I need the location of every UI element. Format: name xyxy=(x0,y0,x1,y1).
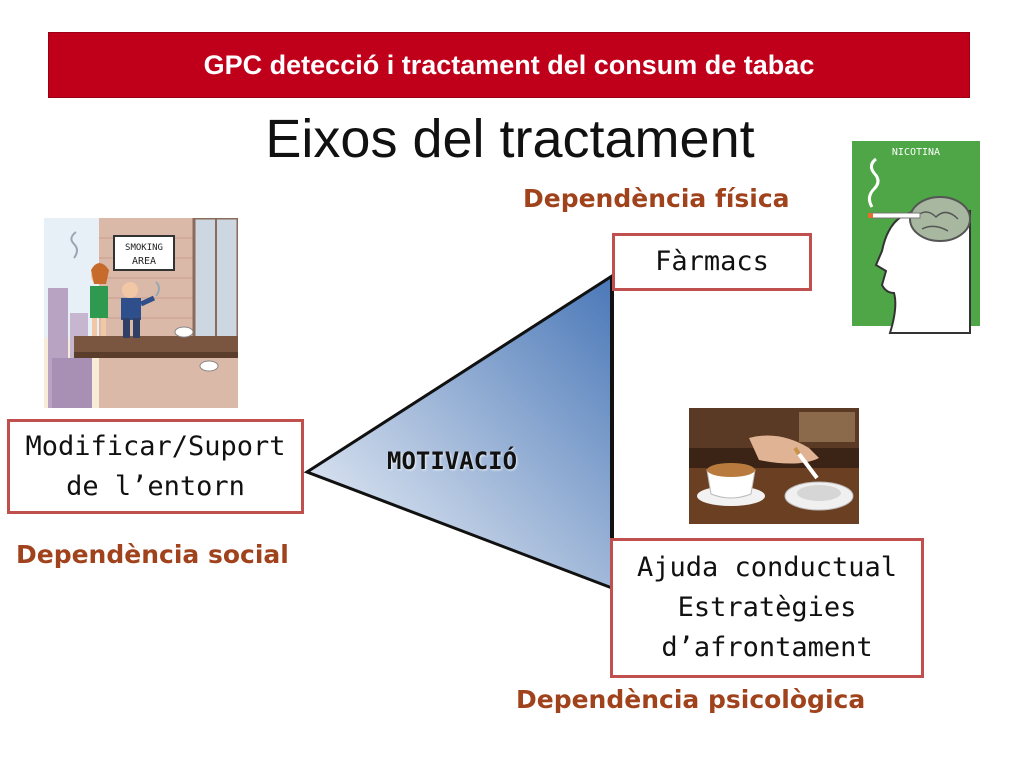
psychological-dependence-label: Dependència psicològica xyxy=(516,685,866,714)
smoking-area-illustration: SMOKING AREA xyxy=(44,218,238,408)
pharmacy-box: Fàrmacs xyxy=(612,233,812,291)
environment-box-line-2: de l’entorn xyxy=(66,470,245,502)
environment-box: Modificar/Suport de l’entorn xyxy=(7,419,304,514)
behavioral-help-line-2: Estratègies xyxy=(677,592,857,623)
banner-text: GPC detecció i tractament del consum de … xyxy=(203,49,815,80)
triangle-shape xyxy=(303,273,614,591)
nicotine-brain-illustration: NICOTINA xyxy=(852,141,982,341)
coffee-cigarette-photo xyxy=(689,408,859,524)
behavioral-help-box: Ajuda conductual Estratègies d’afrontame… xyxy=(610,538,924,678)
header-banner: GPC detecció i tractament del consum de … xyxy=(48,32,970,98)
pharmacy-box-text: Fàrmacs xyxy=(655,246,769,277)
behavioral-help-line-3: d’afrontament xyxy=(661,632,873,663)
sign-line-2: AREA xyxy=(132,256,156,267)
motivation-label: MOTIVACIÓ xyxy=(387,447,518,475)
physical-dependence-label: Dependència física xyxy=(523,184,790,213)
social-dependence-label: Dependència social xyxy=(16,540,289,569)
sign-line-1: SMOKING xyxy=(125,243,163,253)
environment-box-line-1: Modificar/Suport xyxy=(25,430,286,462)
smoking-area-sign: SMOKING AREA xyxy=(113,235,175,271)
page-title: Eixos del tractament xyxy=(265,109,755,169)
nicotine-label: NICOTINA xyxy=(892,147,940,158)
behavioral-help-line-1: Ajuda conductual xyxy=(636,552,898,583)
